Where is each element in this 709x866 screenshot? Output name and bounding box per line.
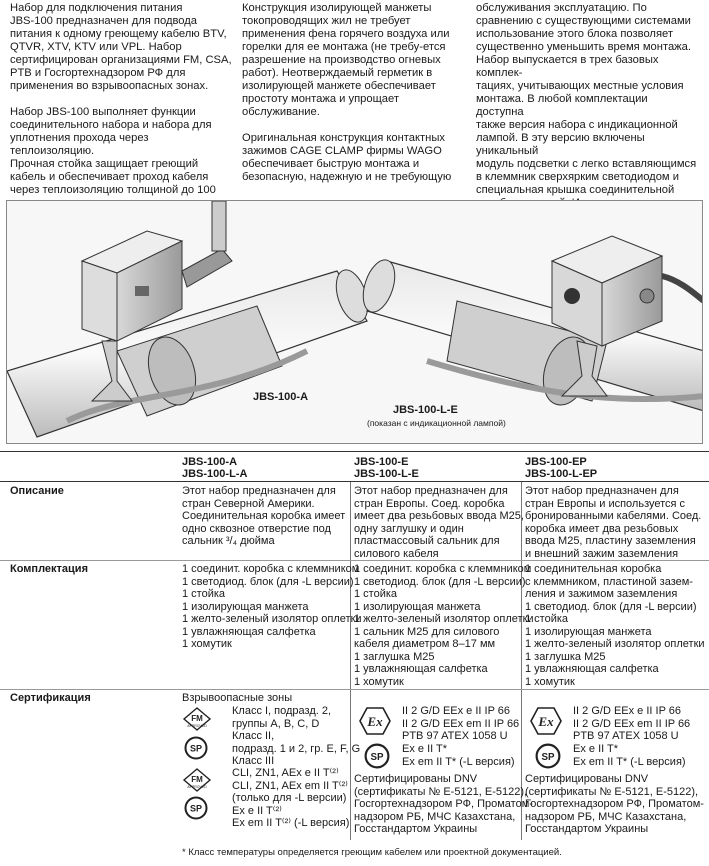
kit-list-ep: 1 соединительная коробка с клеммником, п… bbox=[525, 563, 705, 688]
row-label-description: Описание bbox=[10, 485, 64, 497]
column-divider bbox=[350, 482, 351, 840]
list-item: с клеммником, пластиной зазем- bbox=[525, 575, 693, 588]
list-item: 1 соединит. коробка с клеммником bbox=[182, 563, 360, 575]
table-top-rule bbox=[0, 451, 709, 452]
list-item: 1 изолирующая манжета bbox=[525, 625, 652, 638]
fm-logo-text: FM bbox=[191, 714, 203, 723]
intro-paragraph: обслуживания эксплуатацию. По сравнению … bbox=[476, 2, 697, 222]
list-item: 1 увлажняющая салфетка bbox=[182, 625, 316, 638]
column-header-e: JBS-100-E JBS-100-L-E bbox=[354, 456, 419, 480]
list-item: 1 желто-зеленый изолятор оплетки bbox=[525, 638, 705, 650]
list-item: 1 желто-зеленый изолятор оплетки bbox=[354, 613, 534, 625]
csa-cert-lines: Ex e II T* Ex em II T* (-L версия) bbox=[402, 743, 515, 768]
list-item: 1 заглушка M25 bbox=[525, 650, 606, 663]
list-item: 1 стойка bbox=[525, 613, 569, 625]
csa-logo: SP bbox=[184, 796, 208, 820]
csa-logo: SP bbox=[364, 743, 390, 769]
column-header-a: JBS-100-A JBS-100-L-A bbox=[182, 456, 248, 480]
intro-paragraph: Конструкция изолирующей манжеты токопров… bbox=[242, 2, 450, 118]
caption-note: (показан с индикационной лампой) bbox=[367, 418, 506, 428]
dnv-cert-lines: Сертифицированы DNV (сертификаты № E-512… bbox=[354, 773, 533, 835]
csa-logo-text: SP bbox=[190, 744, 202, 754]
list-item: 1 увлажняющая салфетка bbox=[354, 663, 488, 675]
footnote: * Класс температуры определяется греющим… bbox=[182, 847, 562, 858]
fm-cert-lines: Класс I, подразд. 2, группы A, B, C, D К… bbox=[232, 705, 361, 767]
list-item: 1 заглушка M25 bbox=[354, 650, 435, 663]
csa-logo-text: SP bbox=[541, 752, 555, 763]
kit-list-e: 1 соединит. коробка с клеммником 1 свето… bbox=[354, 563, 534, 688]
intro-column-1: Набор для подключения питания JBS-100 пр… bbox=[10, 2, 232, 223]
column-divider bbox=[521, 482, 522, 840]
caption-jbs-100-l-e: JBS-100-L-E bbox=[393, 404, 458, 416]
kit-list-a: 1 соединит. коробка с клеммником 1 свето… bbox=[182, 563, 362, 651]
list-item: 1 светодиод. блок (для -L версии) bbox=[354, 575, 526, 588]
csa-logo: SP bbox=[184, 736, 208, 760]
list-item: 1 стойка bbox=[354, 588, 398, 600]
list-item: кабеля диаметром 8–17 мм bbox=[354, 638, 496, 650]
list-item: 1 соединительная коробка bbox=[525, 563, 662, 575]
list-item: 1 хомутик bbox=[525, 675, 575, 688]
ex-hexagon-logo: Ex bbox=[530, 707, 562, 735]
intro-paragraph: Оригинальная конструкция контактных зажи… bbox=[242, 132, 452, 183]
ex-logo-text: Ex bbox=[537, 714, 554, 729]
row-label-kit: Комплектация bbox=[10, 563, 88, 575]
list-item: 1 светодиод. блок (для -L версии) bbox=[182, 575, 354, 588]
csa-logo-text: SP bbox=[370, 752, 384, 763]
csa-cert-lines: Ex e II T* Ex em II T* (-L версия) bbox=[573, 743, 686, 768]
ex-hexagon-logo: Ex bbox=[359, 707, 391, 735]
list-item: 1 светодиод. блок (для -L версии) bbox=[525, 600, 697, 613]
fm-logo-text: FM bbox=[191, 775, 203, 784]
atex-cert-lines: II 2 G/D EEx e II IP 66 II 2 G/D EEx em … bbox=[402, 705, 520, 742]
list-item: 1 сальник M25 для силового bbox=[354, 625, 500, 638]
list-item: 1 изолирующая манжета bbox=[182, 600, 309, 613]
header-rule bbox=[0, 481, 709, 482]
left-pipe bbox=[7, 269, 369, 438]
description-cell-e: Этот набор предназначен для стран Европы… bbox=[354, 485, 524, 560]
row-rule bbox=[0, 689, 709, 690]
atex-cert-lines: II 2 G/D EEx e II IP 66 II 2 G/D EEx em … bbox=[573, 705, 691, 742]
fm-logo-subtext: APPROVED bbox=[187, 724, 207, 728]
fm-approved-logo: FM APPROVED bbox=[182, 707, 212, 731]
list-item: 1 соединит. коробка с клеммником bbox=[354, 563, 532, 575]
product-illustration: JBS-100-A JBS-100-L-E (показан с индикац… bbox=[6, 200, 703, 444]
intro-paragraph: Набор JBS-100 выполняет функции соединит… bbox=[10, 106, 216, 209]
list-item: ления и зажимом заземления bbox=[525, 588, 678, 600]
list-item: 1 стойка bbox=[182, 588, 226, 600]
caption-jbs-100-a: JBS-100-A bbox=[253, 391, 309, 403]
list-item: 1 хомутик bbox=[182, 638, 232, 650]
column-header-ep: JBS-100-EP JBS-100-L-EP bbox=[525, 456, 598, 480]
csa-logo-text: SP bbox=[190, 804, 202, 814]
pipe-junction-box-drawing bbox=[7, 201, 702, 438]
ex-logo-text: Ex bbox=[366, 714, 383, 729]
dnv-cert-lines: Сертифицированы DNV (сертификаты № E-512… bbox=[525, 773, 704, 835]
list-item: 1 увлажняющая салфетка bbox=[525, 663, 659, 675]
left-junction-box bbox=[80, 201, 233, 402]
list-item: 1 хомутик bbox=[354, 675, 404, 688]
zone-cert-lines: CLI, ZN1, AEx e II T⁽²⁾ CLI, ZN1, AEx em… bbox=[232, 767, 350, 829]
description-cell-ep: Этот набор предназначен для стран Европы… bbox=[525, 485, 702, 560]
list-item: 1 изолирующая манжета bbox=[354, 600, 481, 613]
fm-approved-logo: FM APPROVED bbox=[182, 768, 212, 792]
csa-logo: SP bbox=[535, 743, 561, 769]
cert-heading: Взрывоопасные зоны bbox=[182, 692, 293, 704]
intro-paragraph: Набор для подключения питания JBS-100 пр… bbox=[10, 2, 232, 92]
list-item: 1 желто-зеленый изолятор оплетки bbox=[182, 613, 362, 625]
intro-column-2: Конструкция изолирующей манжеты токопров… bbox=[242, 2, 464, 197]
fm-logo-subtext: APPROVED bbox=[187, 785, 207, 789]
right-junction-box bbox=[550, 235, 702, 397]
row-label-certification: Сертификация bbox=[10, 692, 91, 704]
description-cell-a: Этот набор предназначен для стран Северн… bbox=[182, 485, 346, 547]
row-rule bbox=[0, 560, 709, 561]
